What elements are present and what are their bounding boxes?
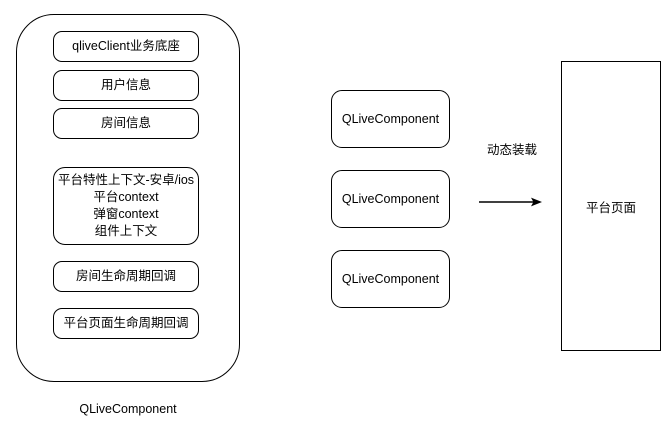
node-user-info[interactable]: 用户信息 (53, 70, 199, 101)
node-room-info[interactable]: 房间信息 (53, 108, 199, 139)
node-label: QLiveComponent (341, 272, 440, 286)
node-platform-page-lifecycle-callback[interactable]: 平台页面生命周期回调 (53, 308, 199, 339)
node-platform-context[interactable]: 平台特性上下文-安卓/ios 平台context 弹窗context 组件上下文 (53, 167, 199, 245)
arrow-right-icon (478, 194, 544, 210)
node-platform-page[interactable]: 平台页面 (561, 61, 661, 351)
node-label: 房间信息 (100, 116, 151, 130)
node-qlivecomponent-3[interactable]: QLiveComponent (331, 250, 450, 308)
node-label: 平台页面生命周期回调 (63, 316, 189, 330)
node-label-line-2: 平台context (93, 190, 159, 205)
connector-label: 动态装载 (486, 143, 537, 157)
node-label: QLiveComponent (341, 112, 440, 126)
node-label-line-1: 平台特性上下文-安卓/ios (57, 173, 195, 188)
left-group-caption: QLiveComponent (79, 402, 177, 416)
node-room-lifecycle-callback[interactable]: 房间生命周期回调 (53, 261, 199, 292)
node-label: qliveClient业务底座 (72, 39, 180, 53)
node-label: 房间生命周期回调 (75, 269, 176, 283)
node-label: QLiveComponent (341, 192, 440, 206)
node-label-line-3: 弹窗context (93, 207, 159, 221)
node-label: 用户信息 (100, 78, 151, 92)
node-label-line-4: 组件上下文 (94, 223, 158, 238)
node-qliveclient-base[interactable]: qliveClient业务底座 (53, 31, 199, 62)
node-qlivecomponent-1[interactable]: QLiveComponent (331, 90, 450, 148)
node-qlivecomponent-2[interactable]: QLiveComponent (331, 170, 450, 228)
node-label: 平台页面 (585, 200, 636, 215)
